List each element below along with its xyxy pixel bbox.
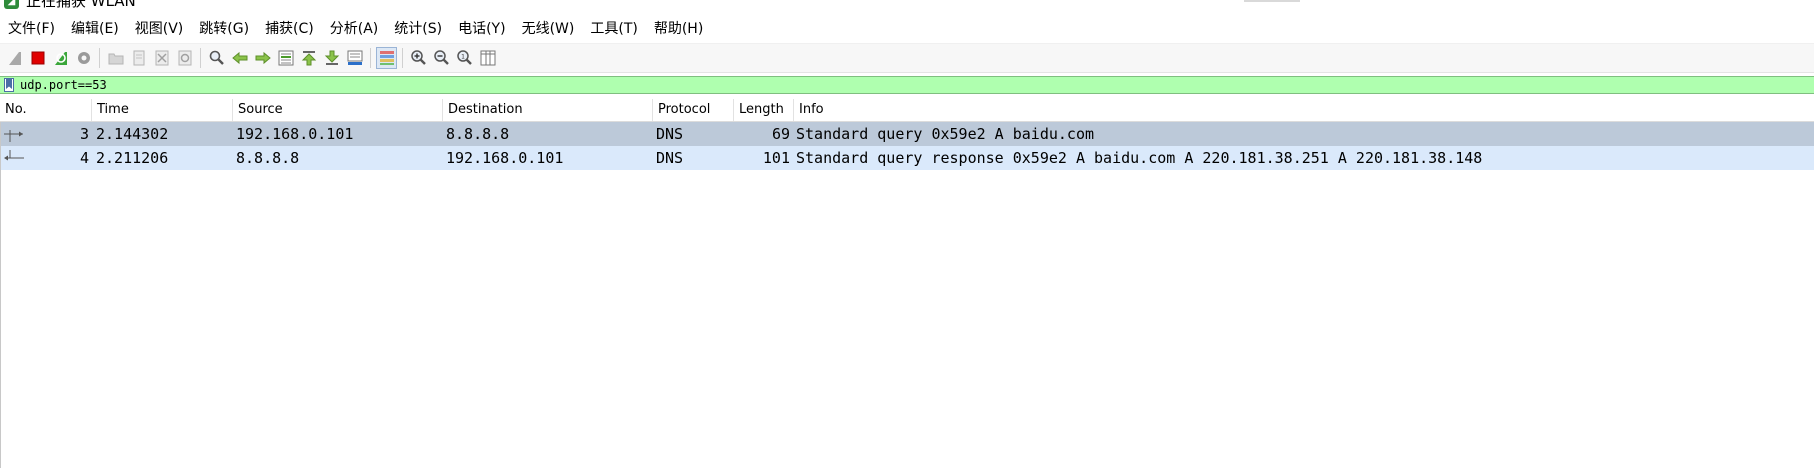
menu-wireless[interactable]: 无线(W) [521,21,575,37]
column-header-source[interactable]: Source [233,99,443,121]
go-to-packet-icon[interactable] [275,47,296,69]
wireshark-icon: ◢ [4,0,19,9]
menu-bar: 文件(F) 编辑(E) 视图(V) 跳转(G) 捕获(C) 分析(A) 统计(S… [0,17,1814,41]
go-forward-icon[interactable] [252,47,273,69]
zoom-in-icon[interactable] [408,47,429,69]
packet-destination: 8.8.8.8 [446,125,510,143]
resize-columns-icon[interactable] [477,47,498,69]
packet-length: 101 [762,149,790,167]
menu-go[interactable]: 跳转(G) [199,21,250,37]
reload-file-icon[interactable] [174,47,195,69]
menu-analyze[interactable]: 分析(A) [329,21,379,37]
colorize-icon[interactable] [376,47,397,69]
first-packet-icon[interactable] [298,47,319,69]
zoom-out-icon[interactable] [431,47,452,69]
svg-text:1: 1 [461,54,465,61]
request-arrow-icon [4,130,23,142]
go-back-icon[interactable] [229,47,250,69]
capture-options-icon[interactable] [73,47,94,69]
toolbar-separator [402,48,403,68]
menu-statistics[interactable]: 统计(S) [394,21,443,37]
menu-edit[interactable]: 编辑(E) [70,21,119,37]
packet-source: 8.8.8.8 [236,149,300,167]
autoscroll-icon[interactable] [344,47,365,69]
column-header-time[interactable]: Time [92,99,233,121]
column-header-protocol[interactable]: Protocol [653,99,734,121]
start-capture-icon[interactable] [4,47,25,69]
menu-view[interactable]: 视图(V) [134,21,184,37]
menu-tools[interactable]: 工具(T) [590,21,638,37]
menu-capture[interactable]: 捕获(C) [265,21,314,37]
title-bar-divider [1244,0,1300,2]
packet-time: 2.144302 [96,125,169,143]
close-file-icon[interactable] [151,47,172,69]
toolbar-separator [370,48,371,68]
save-file-icon[interactable] [128,47,149,69]
packet-list-header: No. Time Source Destination Protocol Len… [0,99,1814,122]
open-file-icon[interactable] [105,47,126,69]
filter-bookmark-icon[interactable] [4,78,14,92]
packet-row[interactable]: 4 2.211206 8.8.8.8 192.168.0.101 DNS 101… [0,146,1814,170]
packet-info: Standard query response 0x59e2 A baidu.c… [796,149,1483,167]
packet-source: 192.168.0.101 [236,125,354,143]
stop-capture-icon[interactable] [27,47,48,69]
last-packet-icon[interactable] [321,47,342,69]
menu-telephony[interactable]: 电话(Y) [458,21,506,37]
normal-size-icon[interactable]: 1 [454,47,475,69]
menu-help[interactable]: 帮助(H) [653,21,704,37]
packet-protocol: DNS [656,149,684,167]
window-title: 正在捕获 WLAN [26,0,136,10]
packet-row[interactable]: 3 2.144302 192.168.0.101 8.8.8.8 DNS 69 … [0,122,1814,146]
title-bar: ◢ 正在捕获 WLAN – [0,0,1814,13]
packet-protocol: DNS [656,125,684,143]
main-toolbar: 1 [0,43,1814,73]
packet-length: 69 [771,125,790,143]
display-filter-input[interactable] [20,77,1800,93]
restart-capture-icon[interactable] [50,47,71,69]
toolbar-separator [99,48,100,68]
column-header-destination[interactable]: Destination [443,99,653,121]
display-filter-bar [0,76,1814,94]
column-header-no[interactable]: No. [0,99,92,121]
minimize-button[interactable]: – [1766,0,1778,4]
menu-file[interactable]: 文件(F) [8,21,55,37]
toolbar-separator [200,48,201,68]
column-header-info[interactable]: Info [799,102,824,117]
packet-list-border [0,122,1,468]
packet-destination: 192.168.0.101 [446,149,564,167]
column-header-length[interactable]: Length [734,99,794,121]
find-packet-icon[interactable] [206,47,227,69]
packet-time: 2.211206 [96,149,169,167]
packet-no: 4 [79,149,89,167]
response-arrow-icon [4,150,24,161]
packet-no: 3 [79,125,89,143]
packet-info: Standard query 0x59e2 A baidu.com [796,125,1095,143]
